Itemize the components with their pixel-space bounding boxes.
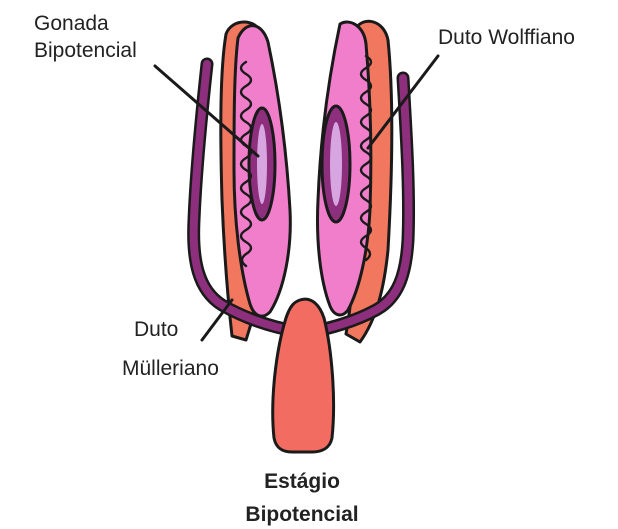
gonad-label-line1: Gonada — [34, 10, 137, 37]
left-gonad-core-inner — [257, 124, 267, 204]
right-gonad-core-inner — [330, 122, 342, 206]
wolffian-label: Duto Wolffiano — [438, 24, 575, 51]
stage-caption-line2: Bipotencial — [222, 501, 382, 528]
wolffian-label-text: Duto Wolffiano — [438, 24, 575, 51]
mullerian-label-line1: Duto — [122, 316, 219, 343]
stage-caption: Estágio Bipotencial — [222, 468, 382, 528]
gonad-label-line2: Bipotencial — [34, 37, 137, 64]
gonad-label: Gonada Bipotencial — [34, 10, 137, 64]
mullerian-label-line2: Mülleriano — [122, 355, 219, 382]
mullerian-label: Duto Mülleriano — [122, 316, 219, 382]
stage-caption-line1: Estágio — [222, 468, 382, 495]
